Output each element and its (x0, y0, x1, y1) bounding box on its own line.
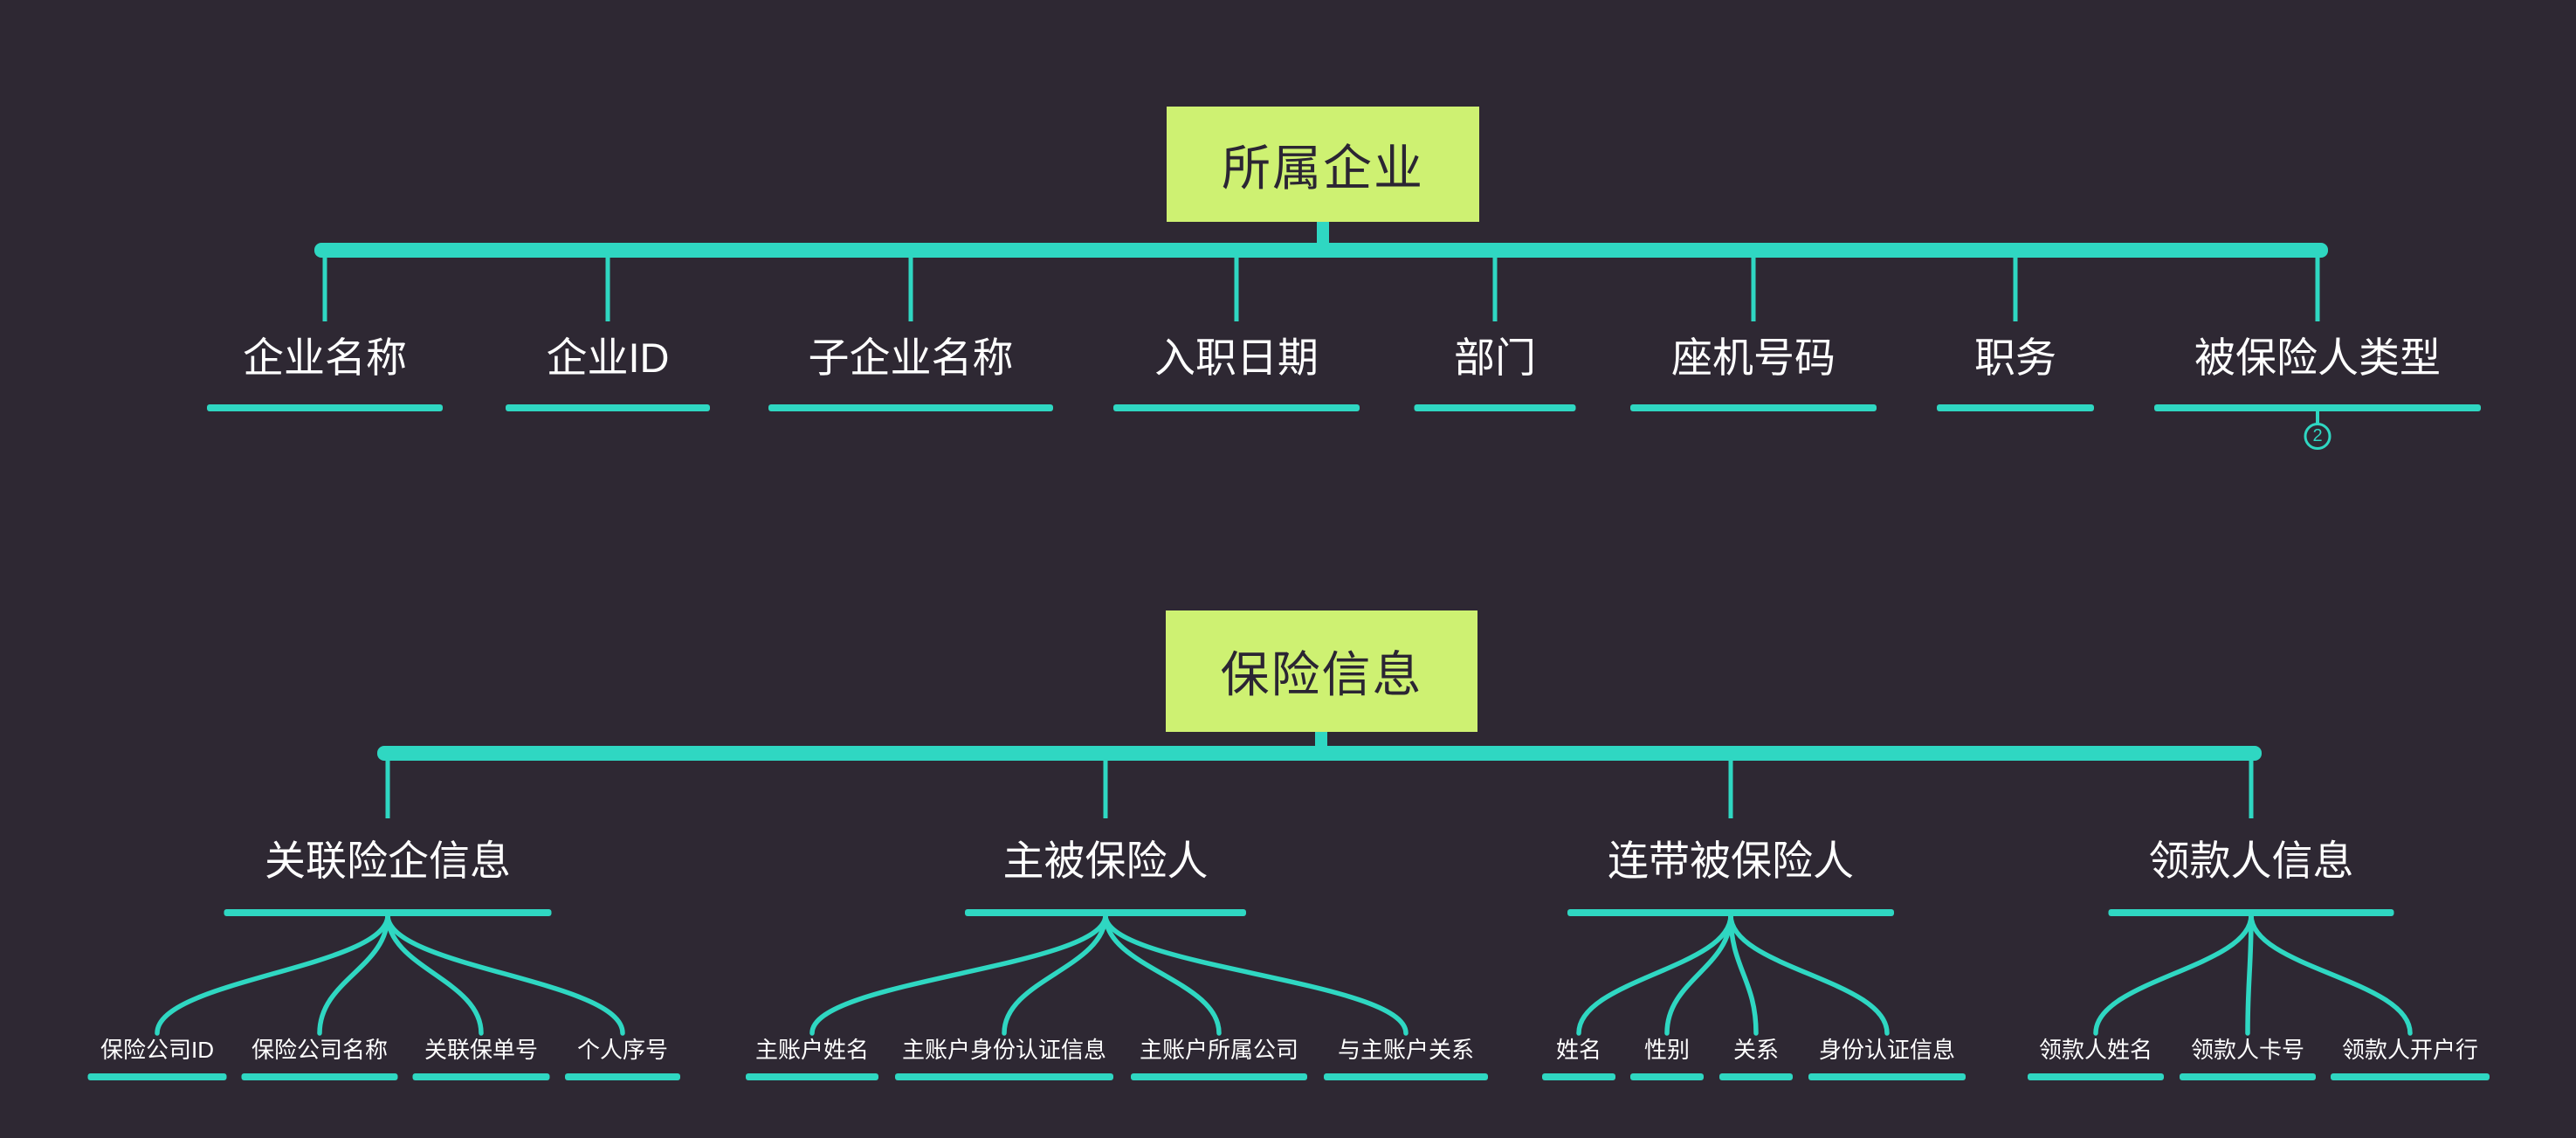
topic-underline (965, 909, 1246, 916)
topic-enterprise-name[interactable]: 企业名称 (207, 337, 443, 411)
topic-label: 关联保单号 (424, 1037, 538, 1063)
root-topic-label: 所属企业 (1222, 140, 1424, 196)
topic-underline (2028, 1073, 2164, 1080)
topic-label: 性别 (1643, 1037, 1690, 1063)
topic-label: 保险公司名称 (251, 1037, 388, 1063)
topic-payee-card-no[interactable]: 领款人卡号 (2180, 1038, 2316, 1080)
topic-label: 部门 (1454, 335, 1536, 381)
collapsed-count-badge[interactable]: 2 (2304, 423, 2331, 450)
topic-underline (2331, 1073, 2490, 1080)
topic-related-policy-no[interactable]: 关联保单号 (412, 1037, 550, 1080)
topic-landline-number[interactable]: 座机号码 (1630, 337, 1877, 411)
topic-underline (2108, 909, 2394, 916)
topic-primary-insured[interactable]: 主被保险人 (965, 840, 1246, 916)
topic-underline (1542, 1073, 1615, 1080)
topic-label: 领款人开户行 (2341, 1037, 2478, 1063)
topic-underline (1414, 404, 1576, 411)
topic-label: 被保险人类型 (2194, 335, 2441, 381)
topic-underline (2154, 404, 2481, 411)
topic-joint-insured[interactable]: 连带被保险人 (1567, 840, 1894, 916)
topic-underline (1630, 404, 1877, 411)
topic-underline (207, 404, 443, 411)
topic-underline (1567, 909, 1894, 916)
topic-underline (895, 1073, 1113, 1080)
topic-underline (1131, 1073, 1307, 1080)
topic-underline (1113, 404, 1360, 411)
topic-enterprise-id[interactable]: 企业ID (506, 337, 710, 411)
tree2-connectors (377, 728, 2262, 818)
topic-label: 姓名 (1555, 1037, 1601, 1063)
topic-primary-account-company[interactable]: 主账户所属公司 (1131, 1038, 1307, 1080)
topic-underline (1719, 1073, 1793, 1080)
topic-label: 子企业名称 (808, 335, 1014, 381)
topic-primary-account-identity-info[interactable]: 主账户身份认证信息 (895, 1038, 1113, 1080)
topic-underline (768, 404, 1053, 411)
topic-payee-info[interactable]: 领款人信息 (2108, 838, 2394, 916)
topic-relation-to-primary-account[interactable]: 与主账户关系 (1324, 1038, 1488, 1080)
topic-label: 主账户姓名 (754, 1037, 869, 1063)
topic-underline (1324, 1073, 1488, 1080)
topic-label: 关联险企信息 (265, 838, 511, 884)
topic-underline (506, 404, 710, 411)
topic-underline (2180, 1073, 2316, 1080)
leaf-branch-curves (155, 913, 2413, 1036)
topic-label: 保险公司ID (100, 1037, 214, 1063)
topic-underline (241, 1073, 398, 1080)
topic-name[interactable]: 姓名 (1542, 1038, 1615, 1080)
topic-gender[interactable]: 性别 (1630, 1038, 1704, 1080)
root-topic-insurance-info[interactable]: 保险信息 (1166, 610, 1477, 732)
topic-label: 主账户身份认证信息 (901, 1037, 1106, 1063)
topic-label: 企业ID (546, 335, 670, 381)
topic-job-title[interactable]: 职务 (1937, 337, 2094, 411)
topic-label: 入职日期 (1154, 335, 1319, 381)
topic-underline (412, 1073, 550, 1080)
topic-label: 领款人信息 (2148, 838, 2354, 884)
topic-sub-enterprise-name[interactable]: 子企业名称 (768, 337, 1053, 411)
topic-underline (1937, 404, 2094, 411)
topic-label: 职务 (1974, 335, 2056, 381)
topic-payee-name[interactable]: 领款人姓名 (2028, 1038, 2164, 1080)
topic-payee-bank[interactable]: 领款人开户行 (2331, 1038, 2490, 1080)
topic-underline (224, 909, 552, 916)
topic-label: 与主账户关系 (1337, 1037, 1474, 1063)
topic-underline (1630, 1073, 1704, 1080)
topic-hire-date[interactable]: 入职日期 (1113, 337, 1360, 411)
topic-label: 关系 (1732, 1037, 1779, 1063)
topic-underline (1808, 1073, 1966, 1080)
topic-relation[interactable]: 关系 (1719, 1038, 1793, 1080)
topic-underline (87, 1073, 227, 1080)
topic-label: 座机号码 (1671, 335, 1836, 381)
topic-label: 领款人姓名 (2038, 1037, 2152, 1063)
topic-label: 个人序号 (576, 1037, 668, 1063)
topic-identity-auth-info[interactable]: 身份认证信息 (1808, 1038, 1966, 1080)
topic-personal-serial-no[interactable]: 个人序号 (565, 1038, 680, 1080)
root-topic-affiliated-enterprise[interactable]: 所属企业 (1167, 107, 1479, 222)
topic-primary-account-name[interactable]: 主账户姓名 (746, 1038, 878, 1080)
topic-label: 主被保险人 (1002, 838, 1209, 884)
topic-related-insurer-info[interactable]: 关联险企信息 (224, 840, 552, 916)
topic-label: 企业名称 (243, 335, 407, 381)
topic-label: 领款人卡号 (2190, 1037, 2304, 1063)
tree1-connectors (314, 215, 2328, 424)
root-topic-label: 保险信息 (1220, 647, 1423, 702)
topic-insurer-id[interactable]: 保险公司ID (87, 1037, 227, 1080)
topic-insured-person-type[interactable]: 被保险人类型 (2154, 337, 2481, 411)
topic-department[interactable]: 部门 (1414, 335, 1576, 411)
topic-underline (746, 1073, 878, 1080)
topic-label: 连带被保险人 (1608, 838, 1854, 884)
topic-label: 主账户所属公司 (1139, 1037, 1298, 1063)
topic-underline (565, 1073, 680, 1080)
collapsed-count-value: 2 (2312, 426, 2323, 445)
topic-insurer-name[interactable]: 保险公司名称 (241, 1037, 398, 1080)
topic-label: 身份认证信息 (1818, 1037, 1955, 1063)
